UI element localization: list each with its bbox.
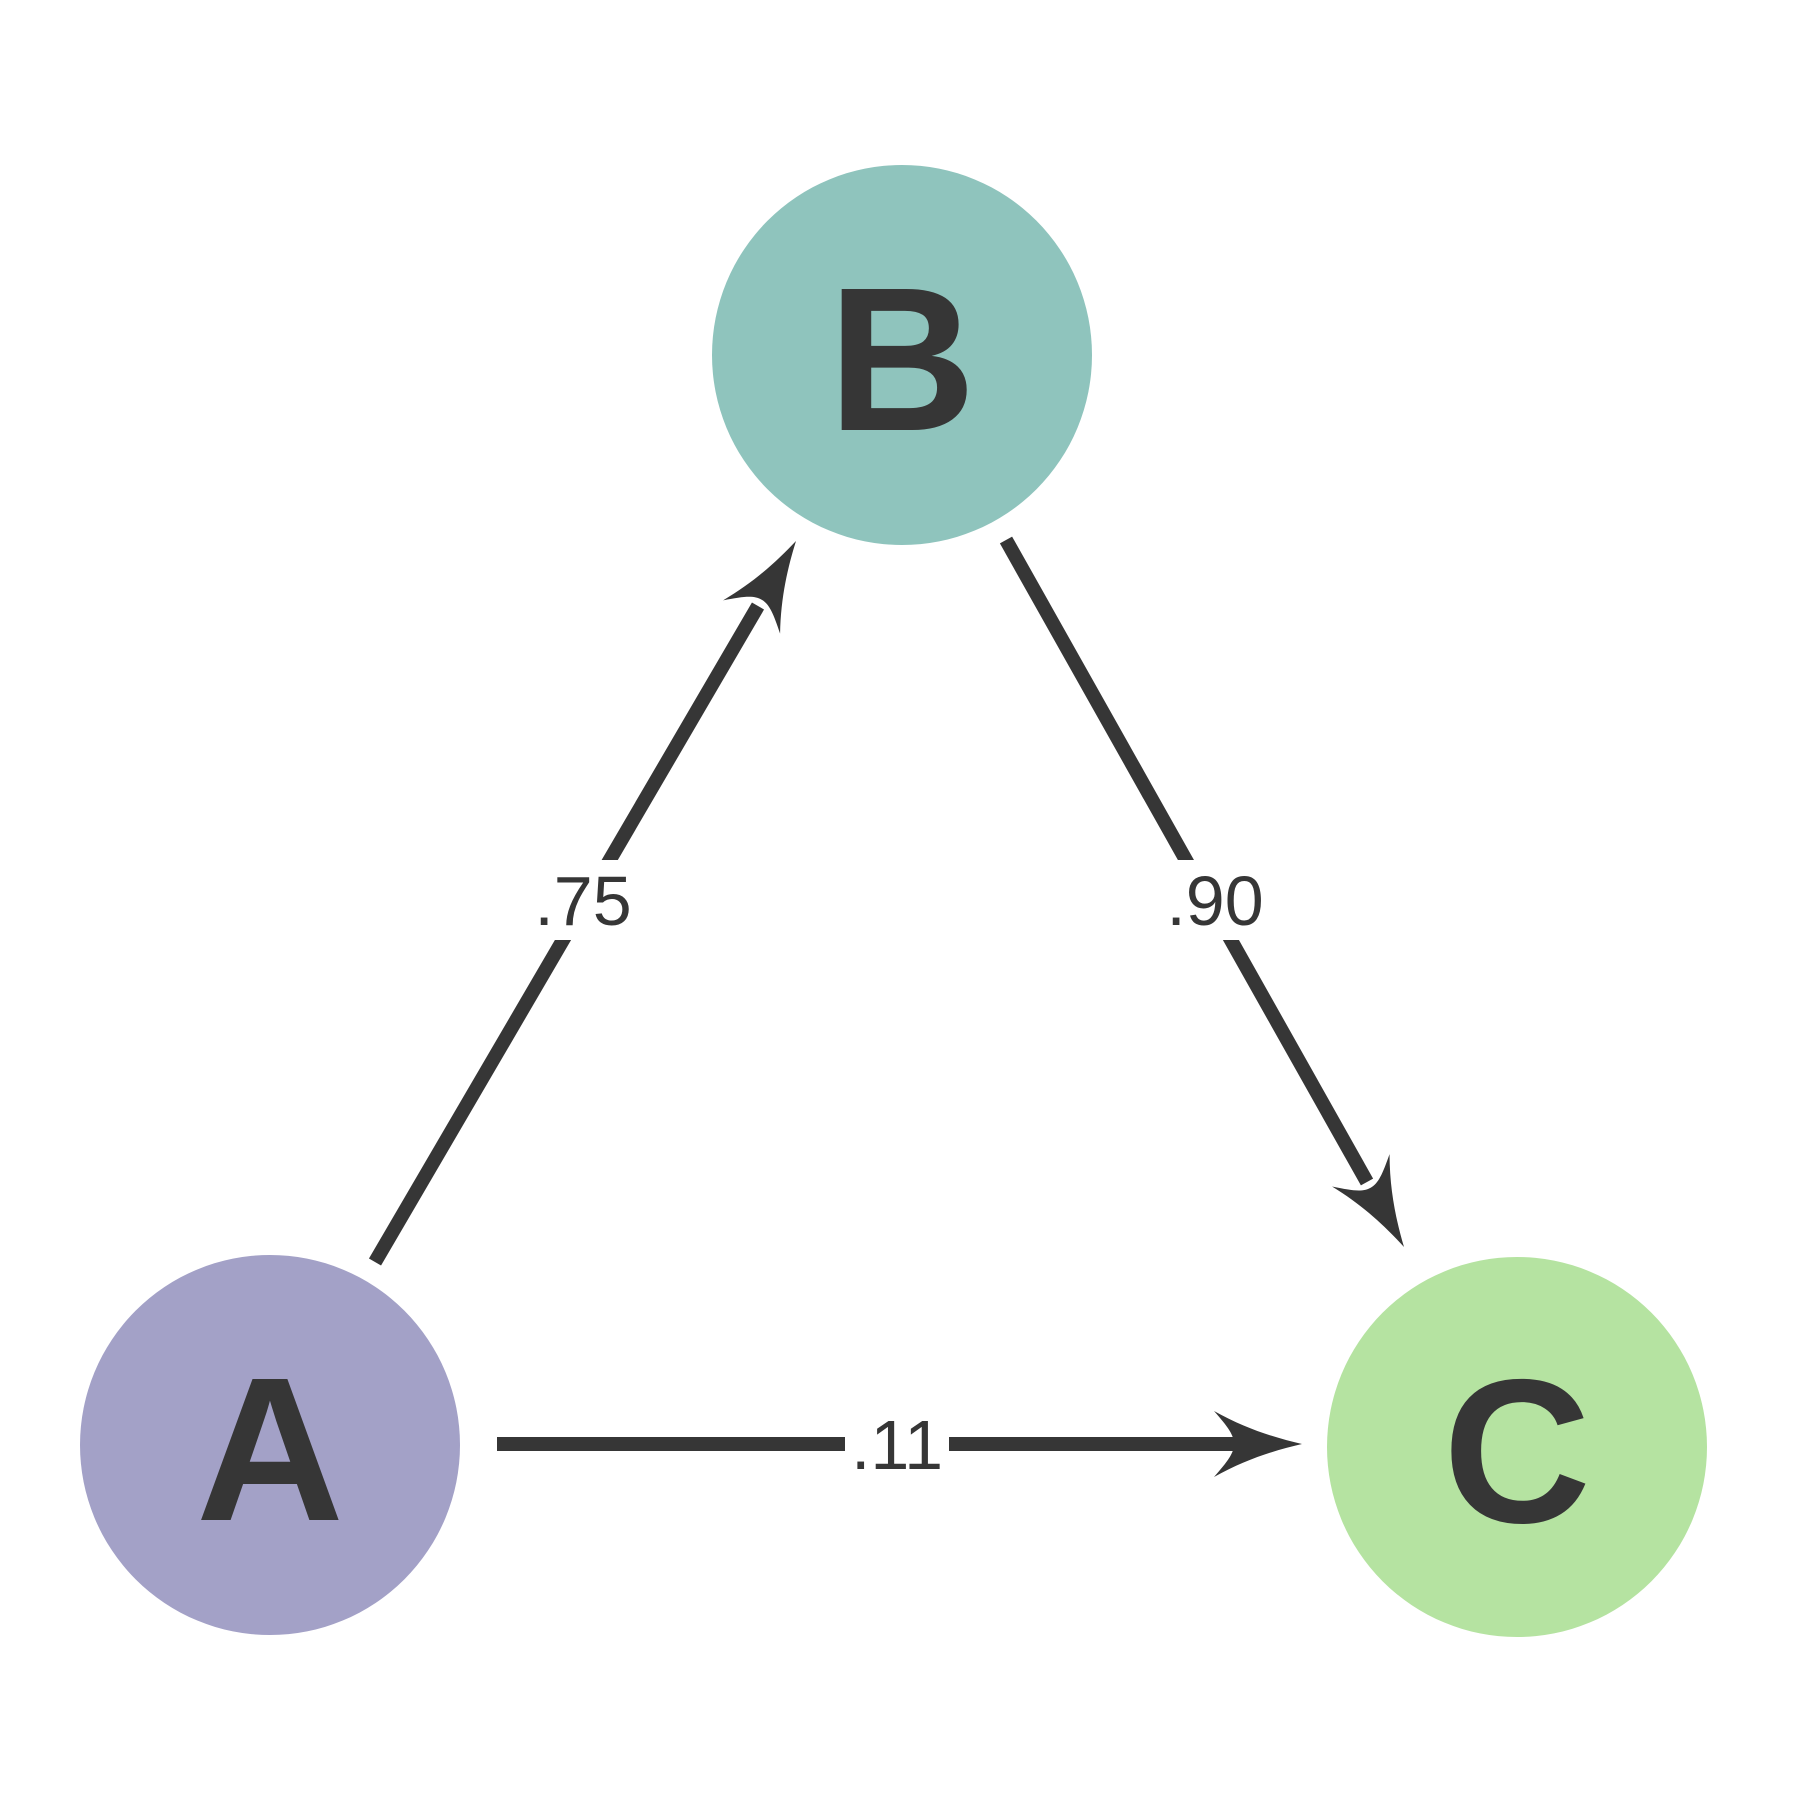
- edge-a-b-weight-label: .75: [534, 862, 631, 940]
- node-b: B: [712, 165, 1092, 545]
- edge-b-c-weight-label: .90: [1166, 862, 1263, 940]
- edge-a-b-label-background: [535, 860, 631, 940]
- edge-a-c-label-background: [845, 1404, 949, 1484]
- edge-b-c-arrowhead-icon: [1332, 1154, 1433, 1264]
- node-b-circle: [712, 165, 1092, 545]
- node-c-circle: [1327, 1257, 1707, 1637]
- edge-a-b: .75: [368, 524, 825, 1266]
- edge-b-c-label-background: [1167, 860, 1263, 940]
- edge-b-c: .90: [999, 536, 1433, 1264]
- node-a-label: A: [196, 1335, 344, 1564]
- node-c-label: C: [1443, 1337, 1591, 1566]
- node-a-circle: [80, 1255, 460, 1635]
- edge-a-c: .11: [497, 1404, 1302, 1484]
- node-a: A: [80, 1255, 460, 1635]
- edge-a-c-weight-label: .11: [851, 1406, 943, 1484]
- node-c: C: [1327, 1257, 1707, 1637]
- edge-a-b-arrowhead-icon: [723, 524, 825, 634]
- node-b-label: B: [828, 245, 976, 474]
